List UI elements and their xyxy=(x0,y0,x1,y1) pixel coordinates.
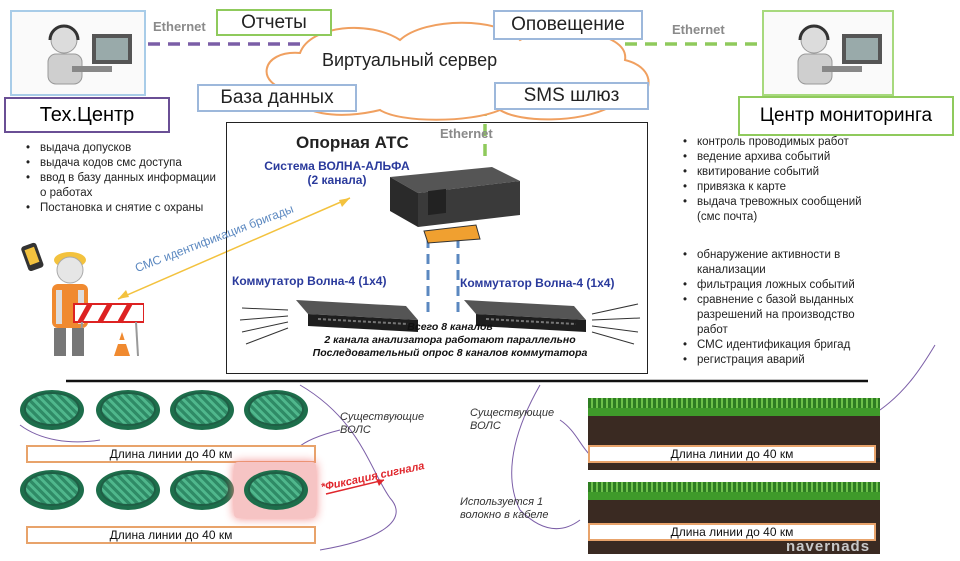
manhole-icon xyxy=(100,472,156,506)
list-item: квитирование событий xyxy=(679,165,879,180)
line-length-box-1: Длина линии до 40 км xyxy=(26,445,316,463)
list-item: ввод в базу данных информации о работах xyxy=(22,171,222,201)
line-length-box-2: Длина линии до 40 км xyxy=(26,526,316,544)
existing-vols-label-left: Существующие ВОЛС xyxy=(340,411,424,437)
list-item: фильтрация ложных событий xyxy=(679,278,879,293)
monitoring-center-list-2: обнаружение активности в канализации фил… xyxy=(679,248,879,368)
vols-line1: Существующие xyxy=(470,407,555,419)
vols-line1: Существующие xyxy=(340,411,425,423)
list-item: Постановка и снятие с охраны xyxy=(22,201,222,216)
list-item: ведение архива событий xyxy=(679,150,879,165)
note-parallel: 2 канала анализатора работают параллельн… xyxy=(324,334,576,346)
manhole-icon xyxy=(248,472,304,506)
grass-texture xyxy=(588,398,880,408)
tech-center-title[interactable]: Тех.Центр xyxy=(4,97,170,133)
grass-texture xyxy=(588,482,880,492)
list-item: выдача тревожных сообщений (смс почта) xyxy=(679,195,879,225)
fiber-note: Используется 1 волокно в кабеле xyxy=(460,496,549,522)
ats-title: Опорная АТС xyxy=(296,133,409,152)
manhole-icon xyxy=(100,392,156,426)
existing-vols-label-right: Существующие ВОЛС xyxy=(470,407,554,433)
ats-note: Всего 8 каналов 2 канала анализатора раб… xyxy=(300,321,600,360)
list-item: регистрация аварий xyxy=(679,353,879,368)
monitoring-center-photo-frame xyxy=(762,10,894,96)
signal-arrow xyxy=(325,479,385,495)
line-length-box-3: Длина линии до 40 км xyxy=(588,445,876,463)
reports-box[interactable]: Отчеты xyxy=(216,9,332,36)
vols-line2: ВОЛС xyxy=(340,424,371,436)
system-channels: (2 канала) xyxy=(307,173,367,187)
list-item: привязка к карте xyxy=(679,180,879,195)
switch-left-icon xyxy=(296,300,418,332)
manhole-icon xyxy=(174,392,230,426)
operator-icon xyxy=(47,24,132,85)
ethernet-label-left: Ethernet xyxy=(153,19,206,34)
note-sequential: Последовательный опрос 8 каналов коммута… xyxy=(312,347,588,359)
database-box[interactable]: База данных xyxy=(197,84,357,112)
manhole-icon xyxy=(248,392,304,426)
sms-gateway-box[interactable]: SMS шлюз xyxy=(494,82,649,110)
fiber-line1: Используется 1 xyxy=(460,496,544,508)
list-item: выдача допусков xyxy=(22,141,222,156)
soil-section-2 xyxy=(588,482,880,554)
list-item: обнаружение активности в канализации xyxy=(679,248,879,278)
signal-lines-right xyxy=(591,303,641,345)
manhole-icon xyxy=(24,472,80,506)
tech-center-list: выдача допусков выдача кодов смс доступа… xyxy=(22,141,222,216)
worker-icon xyxy=(21,242,144,357)
ethernet-label-right: Ethernet xyxy=(672,22,725,37)
server-rack-icon xyxy=(390,167,520,244)
list-item: контроль проводимых работ xyxy=(679,135,879,150)
list-item: выдача кодов смс доступа xyxy=(22,156,222,171)
manhole-icon xyxy=(24,392,80,426)
list-item: сравнение с базой выданных разрешений на… xyxy=(679,293,879,338)
system-name: Система ВОЛНА-АЛЬФА xyxy=(264,159,410,173)
list-item: СМС идентификация бригад xyxy=(679,338,879,353)
watermark: navernads xyxy=(786,538,871,555)
manhole-icon xyxy=(174,472,230,506)
switch-right-label: Коммутатор Волна-4 (1x4) xyxy=(460,276,615,290)
signal-lines-left xyxy=(239,307,289,345)
switch-left-label: Коммутатор Волна-4 (1x4) xyxy=(232,274,387,288)
switch-right-icon xyxy=(464,300,586,332)
fiber-line2: волокно в кабеле xyxy=(460,509,549,521)
ats-box xyxy=(226,122,648,374)
ethernet-label-center: Ethernet xyxy=(440,126,493,141)
line-length-box-4: Длина линии до 40 км xyxy=(588,523,876,541)
note-total: Всего 8 каналов xyxy=(407,321,493,333)
vols-line2: ВОЛС xyxy=(470,420,501,432)
monitoring-center-list-1: контроль проводимых работ ведение архива… xyxy=(679,135,879,225)
operator-icon xyxy=(797,24,882,85)
ats-system-label: Система ВОЛНА-АЛЬФА (2 канала) xyxy=(262,159,412,187)
monitoring-center-title[interactable]: Центр мониторинга xyxy=(738,96,954,136)
tech-center-photo-frame xyxy=(10,10,146,96)
virtual-server-label: Виртуальный сервер xyxy=(322,50,498,70)
alerts-box[interactable]: Оповещение xyxy=(493,10,643,40)
